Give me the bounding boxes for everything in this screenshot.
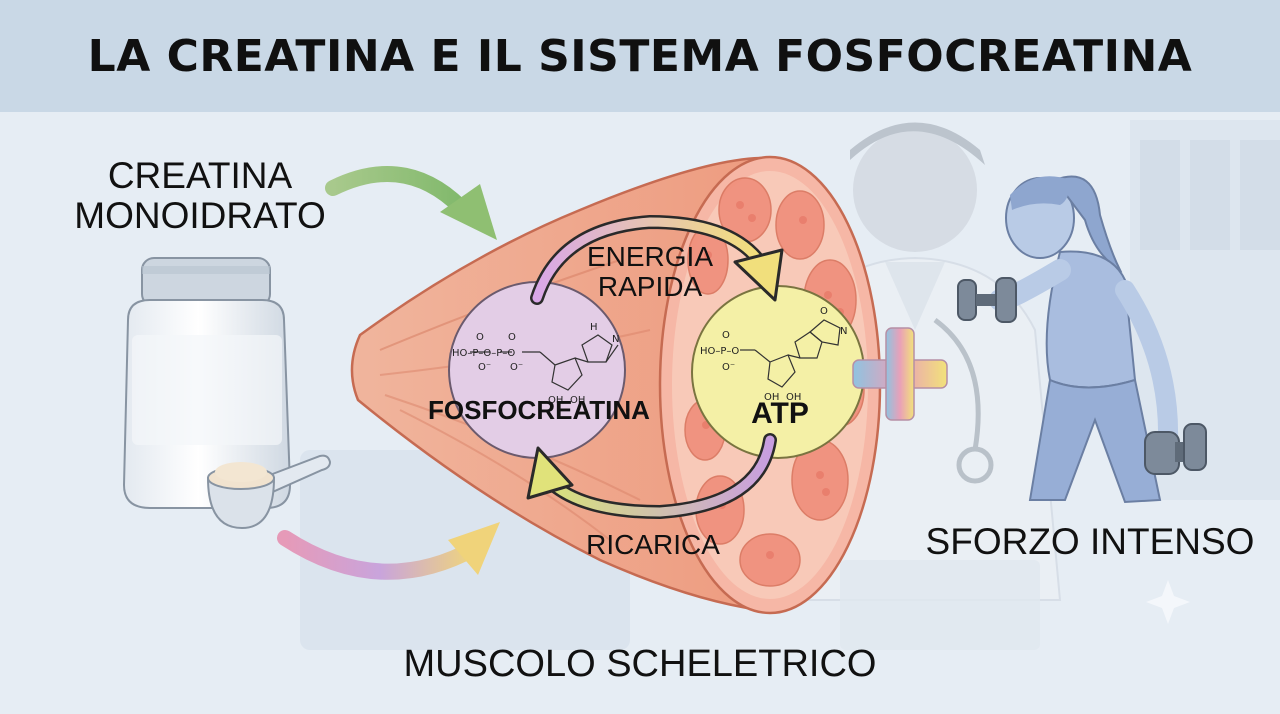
athlete-icon [989,175,1179,504]
intake-arrow-bottom [277,522,500,580]
energy-line-2: RAPIDA [597,271,703,303]
dumbbell-icon [957,277,1017,323]
intake-arrow-top [325,166,497,240]
scoop-icon [206,454,332,530]
atp-circle: HO–P–O O O⁻ OH OH O N [691,285,865,459]
phosphocreatine-circle: HO–P–O–P–O O O O⁻ O⁻ OH OH H N [448,281,626,459]
phosphocreatine-label: FOSFOCREATINA [428,395,650,425]
svg-text:HO–P–O–P–O: HO–P–O–P–O [452,348,515,359]
recharge-arrowhead [526,446,574,500]
fast-energy-label: ENERGIA RAPIDA [570,241,730,303]
page-title: LA CREATINA E IL SISTEMA FOSFOCREATINA [87,30,1193,82]
svg-text:HO–P–O: HO–P–O [700,346,739,357]
svg-text:O⁻: O⁻ [478,362,491,373]
svg-text:O⁻: O⁻ [722,362,735,373]
svg-text:N: N [840,326,847,337]
atp-label: ATP [751,397,809,430]
energy-arrowhead [733,248,784,302]
svg-text:OH: OH [764,392,779,403]
energy-line-1: ENERGIA [586,241,714,272]
intense-effort-label: SFORZO INTENSO [925,521,1255,562]
svg-text:O: O [820,306,828,317]
svg-text:O: O [722,330,730,341]
svg-text:OH: OH [786,392,801,403]
dumbbell-icon [1144,423,1207,475]
svg-text:OH: OH [548,395,563,406]
phosphocreatine-structure [470,334,619,391]
stethoscope-icon [933,317,994,484]
plus-icon [852,327,948,421]
skeletal-muscle-label: MUSCOLO SCHELETRICO [403,643,877,685]
creatine-monohydrate-label: CREATINA MONOIDRATO [70,156,330,236]
svg-text:N: N [612,334,619,345]
source-line-1: CREATINA [107,155,293,196]
svg-text:OH: OH [570,395,585,406]
svg-text:O⁻: O⁻ [510,362,523,373]
title-banner: LA CREATINA E IL SISTEMA FOSFOCREATINA [0,0,1280,112]
recharge-label: RICARICA [586,529,720,560]
svg-text:H: H [590,322,598,333]
atp-structure [740,319,841,388]
svg-text:O: O [476,332,484,343]
source-line-2: MONOIDRATO [74,194,326,236]
svg-text:O: O [508,332,516,343]
